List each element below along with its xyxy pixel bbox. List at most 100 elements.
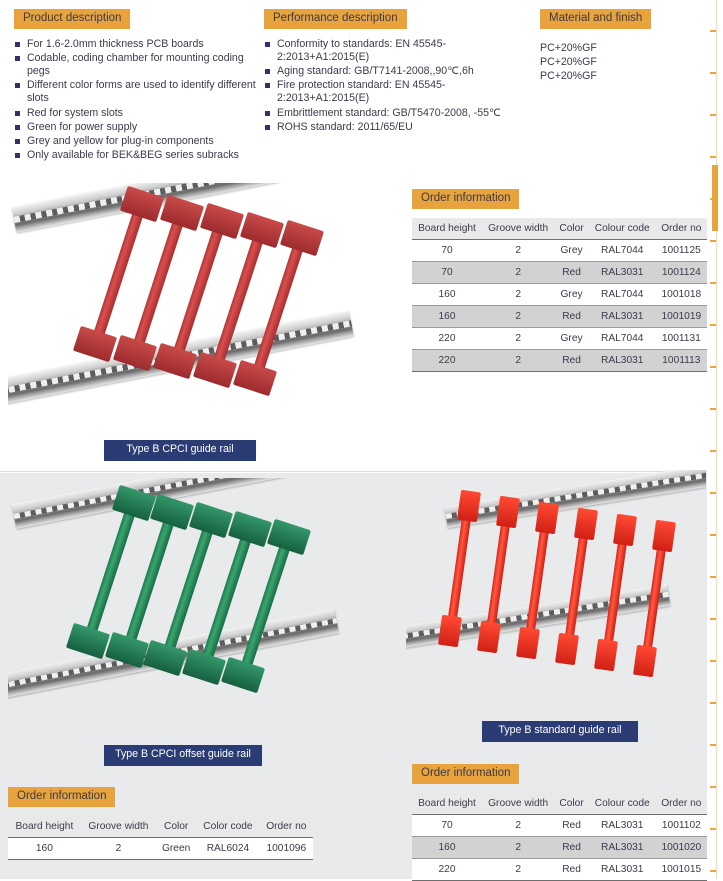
table-row: 70 2 Grey RAL7044 1001125	[412, 239, 707, 262]
cell-board-height: 220	[412, 858, 482, 881]
cell-order-no: 1001018	[655, 283, 707, 306]
cell-groove-width: 2	[481, 858, 555, 881]
figure-standard-guide-rail	[406, 470, 706, 700]
guide-rail-foot	[73, 326, 118, 363]
table-header-row: Board height Groove width Color Colour c…	[412, 792, 707, 815]
table-row: 220 2 Red RAL3031 1001015	[412, 858, 707, 881]
edge-tick	[710, 618, 716, 620]
cell-groove-width: 2	[481, 814, 555, 837]
edge-tick	[710, 450, 716, 452]
edge-tick	[710, 30, 716, 32]
edge-tick	[710, 786, 716, 788]
column-header: Order no	[655, 217, 707, 240]
order-table-cpci: Board height Groove width Color Colour c…	[412, 217, 707, 372]
column-header: Board height	[412, 217, 482, 240]
edge-tick	[710, 492, 716, 494]
edge-tick	[710, 156, 716, 158]
edge-tick	[710, 828, 716, 830]
guide-rail-foot	[555, 632, 580, 666]
guide-rail-head	[495, 495, 520, 528]
guide-rail-foot	[220, 657, 265, 694]
cell-color: Red	[554, 814, 589, 837]
guide-rail-head	[159, 194, 204, 232]
cell-colour-code: RAL3031	[588, 858, 656, 881]
cell-color: Red	[554, 836, 589, 859]
list-item: Only available for BEK&BEG series subrac…	[14, 149, 264, 162]
list-item: Embrittlement standard: GB/T5470-2008, -…	[264, 107, 514, 120]
cell-order-no: 1001125	[655, 239, 707, 262]
cell-order-no: 1001124	[655, 261, 707, 284]
material-lines: PC+20%GF PC+20%GF PC+20%GF	[540, 41, 705, 83]
cell-colour-code: RAL3031	[588, 305, 656, 328]
cell-board-height: 70	[412, 261, 482, 284]
table-header-row: Board height Groove width Color Colour c…	[412, 217, 707, 240]
cell-board-height: 160	[412, 836, 482, 859]
list-item: Green for power supply	[14, 121, 264, 134]
material-line: PC+20%GF	[540, 69, 597, 82]
edge-tick	[710, 72, 716, 74]
table-row: 160 2 Grey RAL7044 1001018	[412, 283, 707, 306]
page-edge-ruler	[707, 0, 723, 879]
table-row: 160 2 Red RAL3031 1001020	[412, 836, 707, 859]
edge-tick	[710, 660, 716, 662]
performance-description-title: Performance description	[264, 9, 407, 29]
guide-rail-head	[534, 501, 559, 534]
order-information-standard: Order information Board height Groove wi…	[412, 763, 707, 881]
order-information-title: Order information	[412, 764, 520, 784]
column-header: Groove width	[80, 815, 157, 838]
guide-rail-foot	[65, 623, 110, 660]
performance-description-list: Conformity to standards: EN 45545-2:2013…	[264, 38, 514, 134]
guide-rail-head	[573, 507, 598, 540]
cell-groove-width: 2	[481, 327, 555, 350]
column-header: Groove width	[481, 217, 555, 240]
column-header: Color	[554, 217, 589, 240]
cell-color: Grey	[554, 283, 589, 306]
cell-order-no: 1001020	[655, 836, 707, 859]
cell-groove-width: 2	[481, 261, 555, 284]
order-information-cpci: Order information Board height Groove wi…	[412, 188, 707, 372]
column-header: Order no	[259, 815, 313, 838]
column-header: Colour code	[588, 792, 656, 815]
cell-board-height: 160	[412, 305, 482, 328]
list-item: Conformity to standards: EN 45545-2:2013…	[264, 38, 514, 64]
material-line: PC+20%GF	[540, 41, 597, 54]
list-item: Different color forms are used to identi…	[14, 79, 264, 105]
cell-color: Red	[554, 261, 589, 284]
cell-colour-code: RAL7044	[588, 327, 656, 350]
edge-tick	[710, 114, 716, 116]
top-information-band: Product description For 1.6-2.0mm thickn…	[0, 0, 707, 176]
cell-color: Grey	[554, 239, 589, 262]
order-information-offset: Order information Board height Groove wi…	[8, 786, 313, 860]
material-line: PC+20%GF	[540, 55, 597, 68]
material-and-finish-title: Material and finish	[540, 9, 652, 29]
guide-rail	[249, 235, 307, 382]
order-table-offset: Board height Groove width Color Color co…	[8, 815, 313, 860]
cell-colour-code: RAL7044	[588, 239, 656, 262]
edge-tick	[710, 702, 716, 704]
guide-rail-foot	[633, 644, 658, 678]
table-header-row: Board height Groove width Color Color co…	[8, 815, 313, 838]
cell-order-no: 1001113	[655, 349, 707, 372]
column-header: Order no	[655, 792, 707, 815]
material-and-finish-section: Material and finish PC+20%GF PC+20%GF PC…	[540, 8, 705, 83]
product-description-section: Product description For 1.6-2.0mm thickn…	[14, 8, 264, 163]
guide-rail-foot	[477, 620, 502, 654]
cell-board-height: 160	[8, 837, 81, 860]
cell-board-height: 160	[412, 283, 482, 306]
cell-color-code: RAL6024	[196, 837, 260, 860]
cell-colour-code: RAL3031	[588, 349, 656, 372]
section-divider	[0, 471, 707, 472]
cell-colour-code: RAL3031	[588, 814, 656, 837]
table-row: 160 2 Green RAL6024 1001096	[8, 837, 313, 860]
edge-tick	[710, 240, 716, 242]
column-header: Groove width	[481, 792, 555, 815]
guide-rail-foot	[594, 638, 619, 672]
metal-rail-back	[444, 470, 706, 528]
cell-color: Grey	[554, 327, 589, 350]
edge-tick	[710, 366, 716, 368]
figure-cpci-guide-rail	[8, 183, 386, 428]
guide-rail-head	[199, 203, 244, 240]
guide-rail-head	[227, 510, 272, 548]
caption-cpci-guide-rail: Type B CPCI guide rail	[104, 440, 256, 461]
column-header: Color code	[196, 815, 260, 838]
